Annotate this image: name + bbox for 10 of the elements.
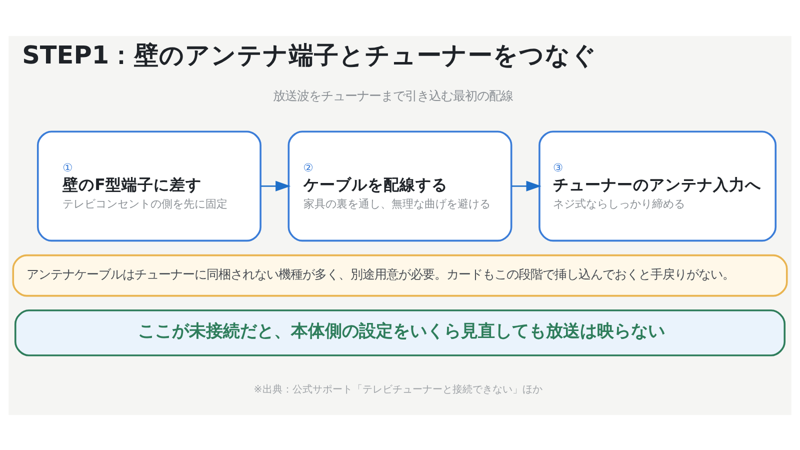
node-box: ② ケーブルを配線する 家具の裏を通し、無理な曲げを避ける — [288, 130, 512, 242]
diagram-title: STEP1：壁のアンテナ端子とチューナーをつなぐ — [22, 40, 598, 70]
label: ※出典：公式サポート「テレビチューナーと接続できない」ほか — [254, 384, 542, 396]
label: 放送波をチューナーまで引き込む最初の配線 — [272, 88, 513, 102]
arrow — [260, 180, 291, 191]
arrow — [512, 180, 542, 191]
node-box: ここが未接続だと、本体側の設定をいくら見直しても放送は映らない — [14, 309, 786, 356]
node-box: アンテナケーブルはチューナーに同梱されない機種が多く、別途用意が必要。カードもこの段階で挿し込んでおくと手戻りがない。 — [12, 254, 788, 296]
node-box: ③ チューナーのアンテナ入力へ ネジ式ならしっかり締める — [538, 130, 777, 242]
node-box: ① 壁のF型端子に差す テレビコンセントの側を先に固定 — [36, 130, 262, 242]
